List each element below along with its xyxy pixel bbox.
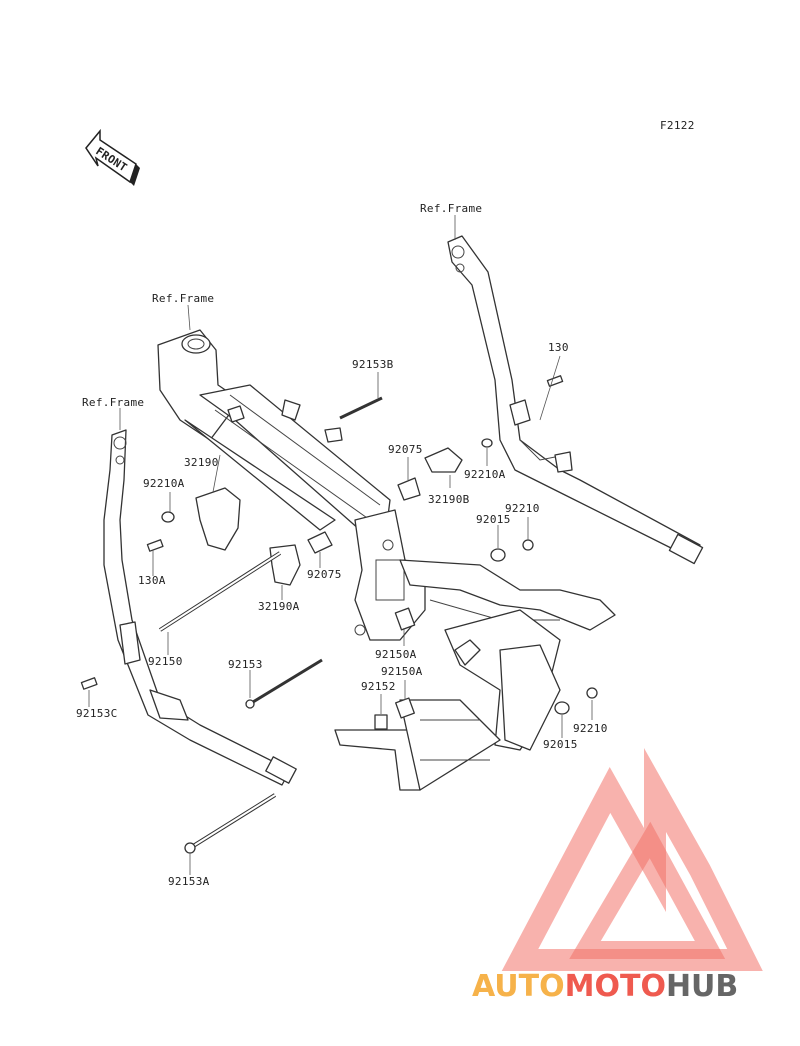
bolt-130 — [546, 375, 564, 387]
label-130A: 130A — [138, 574, 166, 587]
label-130: 130 — [548, 341, 569, 354]
washer-92015-lower — [554, 701, 570, 715]
label-92153C: 92153C — [76, 707, 118, 720]
label-92015-lower: 92015 — [543, 738, 578, 751]
watermark-logo — [501, 748, 763, 971]
bushing-92075-upper — [397, 477, 421, 501]
bolt-92153C — [80, 677, 98, 690]
leader-lines — [88, 215, 593, 875]
label-92210-upper: 92210 — [505, 502, 540, 515]
nut-92210A-left — [161, 511, 175, 523]
label-92015-upper: 92015 — [476, 513, 511, 526]
label-92153A: 92153A — [168, 875, 210, 888]
bolt-92153 — [247, 658, 323, 707]
right-frame-rail — [447, 235, 704, 565]
bracket-32190 — [195, 487, 241, 551]
bolt-130A — [146, 539, 164, 552]
nut-92210-upper — [522, 539, 534, 551]
label-92150A-lower: 92150A — [381, 665, 423, 678]
front-arrow-icon: FRONT — [85, 128, 140, 186]
bushing-92152 — [374, 714, 388, 730]
left-frame-rail — [103, 429, 297, 786]
watermark-moto: MOTO — [565, 969, 666, 1004]
watermark-hub: HUB — [666, 969, 738, 1004]
bracket-32190A — [269, 544, 301, 586]
label-ref-frame-left: Ref.Frame — [82, 396, 144, 409]
label-32190B: 32190B — [428, 493, 470, 506]
label-32190: 32190 — [184, 456, 219, 469]
label-92152: 92152 — [361, 680, 396, 693]
watermark-text: AUTOMOTOHUB — [472, 969, 738, 1004]
label-92075-upper: 92075 — [388, 443, 423, 456]
nut-92210A-right — [481, 438, 493, 448]
nut-92210-lower — [586, 687, 598, 699]
bushing-92150A-lower — [395, 697, 415, 719]
label-92150: 92150 — [148, 655, 183, 668]
label-92210-lower: 92210 — [573, 722, 608, 735]
diagram-code: F2122 — [660, 119, 695, 132]
label-ref-frame-mid: Ref.Frame — [152, 292, 214, 305]
bushing-92150A-upper — [394, 607, 416, 631]
label-ref-frame-top: Ref.Frame — [420, 202, 482, 215]
part-labels: Ref.Frame Ref.Frame Ref.Frame 130 92153B… — [76, 202, 608, 888]
label-92210A-left: 92210A — [143, 477, 185, 490]
bracket-32190B — [424, 447, 463, 473]
bushing-92075-lower — [307, 531, 333, 554]
bolt-92153B — [339, 396, 383, 420]
watermark-auto: AUTO — [472, 969, 565, 1004]
washer-92015-upper — [490, 548, 506, 562]
label-92210A-right: 92210A — [464, 468, 506, 481]
label-32190A: 32190A — [258, 600, 300, 613]
label-92153: 92153 — [228, 658, 263, 671]
label-92150A-upper: 92150A — [375, 648, 417, 661]
label-92075-lower: 92075 — [307, 568, 342, 581]
label-92153B: 92153B — [352, 358, 394, 371]
main-frame — [157, 329, 616, 791]
